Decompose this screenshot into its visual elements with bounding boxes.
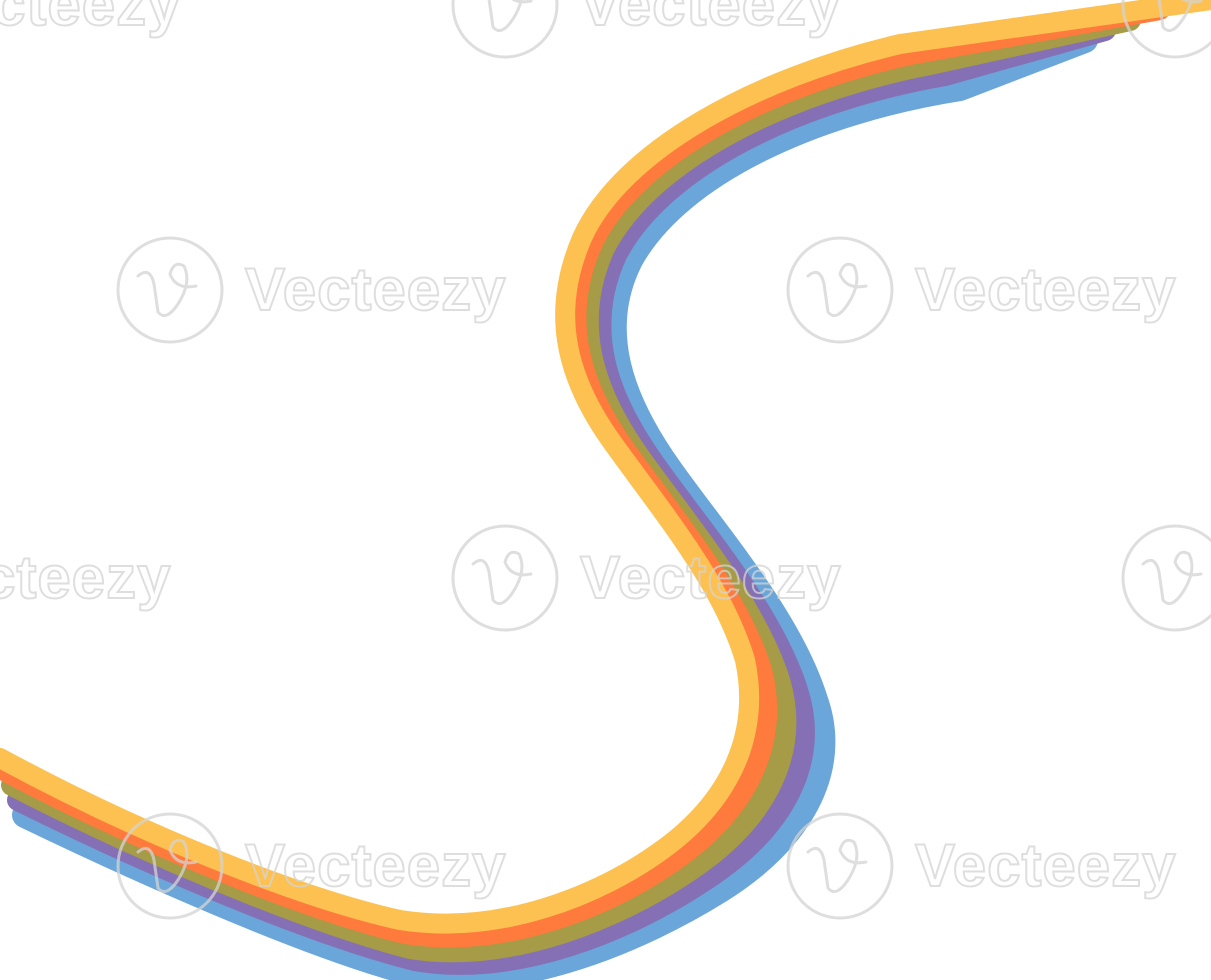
ribbon-band-olive bbox=[1, 9, 1141, 963]
watermark-2: Vecteezy bbox=[0, 0, 1211, 59]
ribbon-band-yellow bbox=[0, 0, 1211, 934]
watermark-7: Vecteezy bbox=[116, 812, 507, 920]
vecteezy-logo-icon bbox=[451, 0, 559, 59]
ribbon-band-orange bbox=[0, 0, 1170, 948]
watermark-brand-text: Vecteezy bbox=[915, 256, 1177, 323]
vecteezy-logo-icon bbox=[451, 524, 559, 632]
watermark-5: Vecteezy bbox=[451, 524, 842, 632]
watermark-8: Vecteezy bbox=[786, 812, 1177, 920]
watermark-brand-text: Vecteezy bbox=[245, 832, 507, 899]
vecteezy-logo-icon bbox=[1121, 524, 1211, 632]
vecteezy-logo-icon bbox=[1121, 0, 1211, 59]
watermark-brand-text: Vecteezy bbox=[245, 256, 507, 323]
watermark-layer: VecteezyVecteezyVecteezyVecteezyVecteezy… bbox=[0, 0, 1211, 920]
ribbon-band-purple bbox=[7, 19, 1116, 975]
vecteezy-logo-icon bbox=[786, 236, 894, 344]
watermark-brand-text: Vecteezy bbox=[580, 0, 842, 38]
vecteezy-logo-icon bbox=[786, 812, 894, 920]
watermark-brand-text: Vecteezy bbox=[0, 0, 182, 38]
vecteezy-logo-icon bbox=[116, 236, 224, 344]
watermark-1: Vecteezy bbox=[451, 0, 842, 59]
watermark-4: Vecteezy bbox=[786, 236, 1177, 344]
watermark-brand-text: Vecteezy bbox=[915, 832, 1177, 899]
watermark-3: Vecteezy bbox=[116, 236, 507, 344]
watermark-6: Vecteezy bbox=[0, 524, 1211, 632]
vecteezy-logo-icon bbox=[116, 812, 224, 920]
watermark-brand-text: Vecteezy bbox=[0, 544, 172, 611]
ribbon-band-blue bbox=[12, 27, 1098, 980]
watermark-brand-text: Vecteezy bbox=[580, 544, 842, 611]
